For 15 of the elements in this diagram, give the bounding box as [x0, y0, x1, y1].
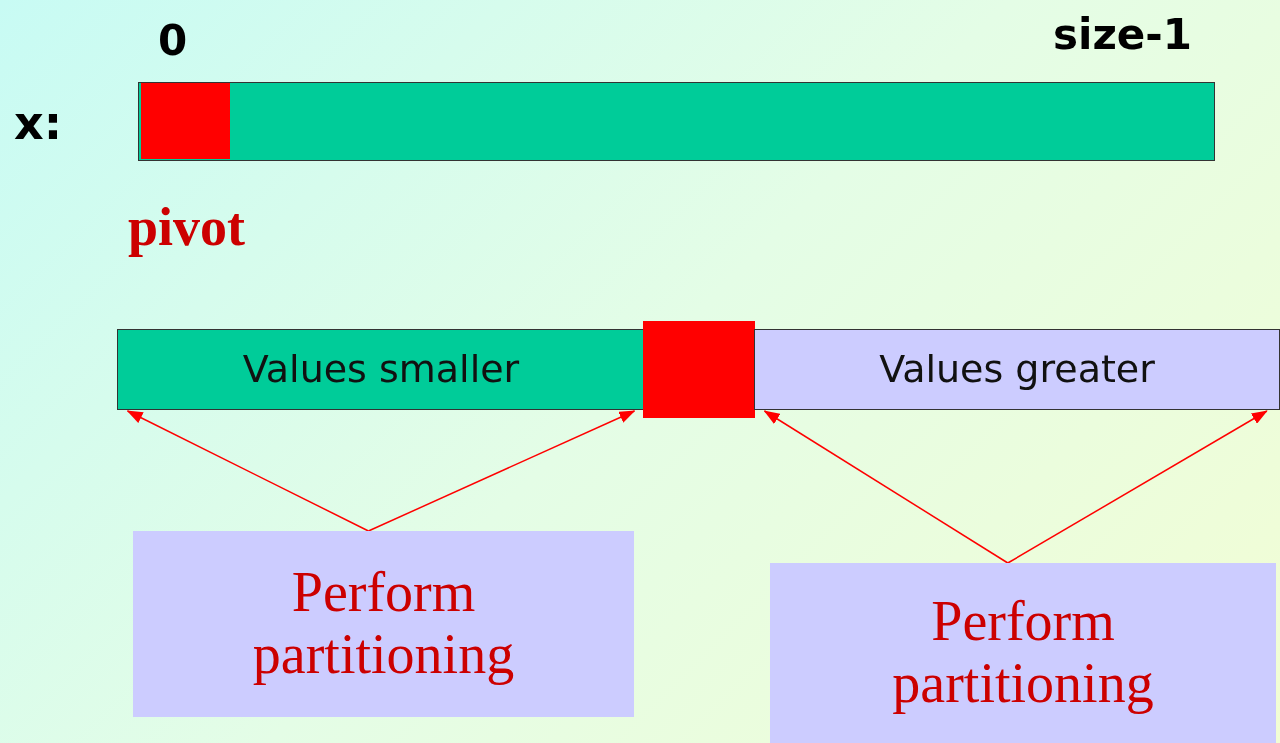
arrow — [763, 410, 1009, 564]
partition-box: Values smaller — [117, 329, 645, 410]
note-box: Perform partitioning — [770, 563, 1276, 743]
index-label: size-1 — [1053, 10, 1192, 59]
array-name-label: x: — [14, 96, 63, 150]
arrow — [1007, 410, 1268, 564]
index-label: 0 — [158, 16, 188, 65]
array-bar — [138, 82, 1215, 161]
pivot-square — [643, 321, 755, 418]
partition-box: Values greater — [754, 329, 1280, 410]
arrow — [367, 410, 636, 532]
pivot-square — [141, 83, 230, 159]
pivot-label: pivot — [128, 196, 246, 258]
note-box: Perform partitioning — [133, 531, 634, 717]
arrow — [126, 410, 370, 532]
